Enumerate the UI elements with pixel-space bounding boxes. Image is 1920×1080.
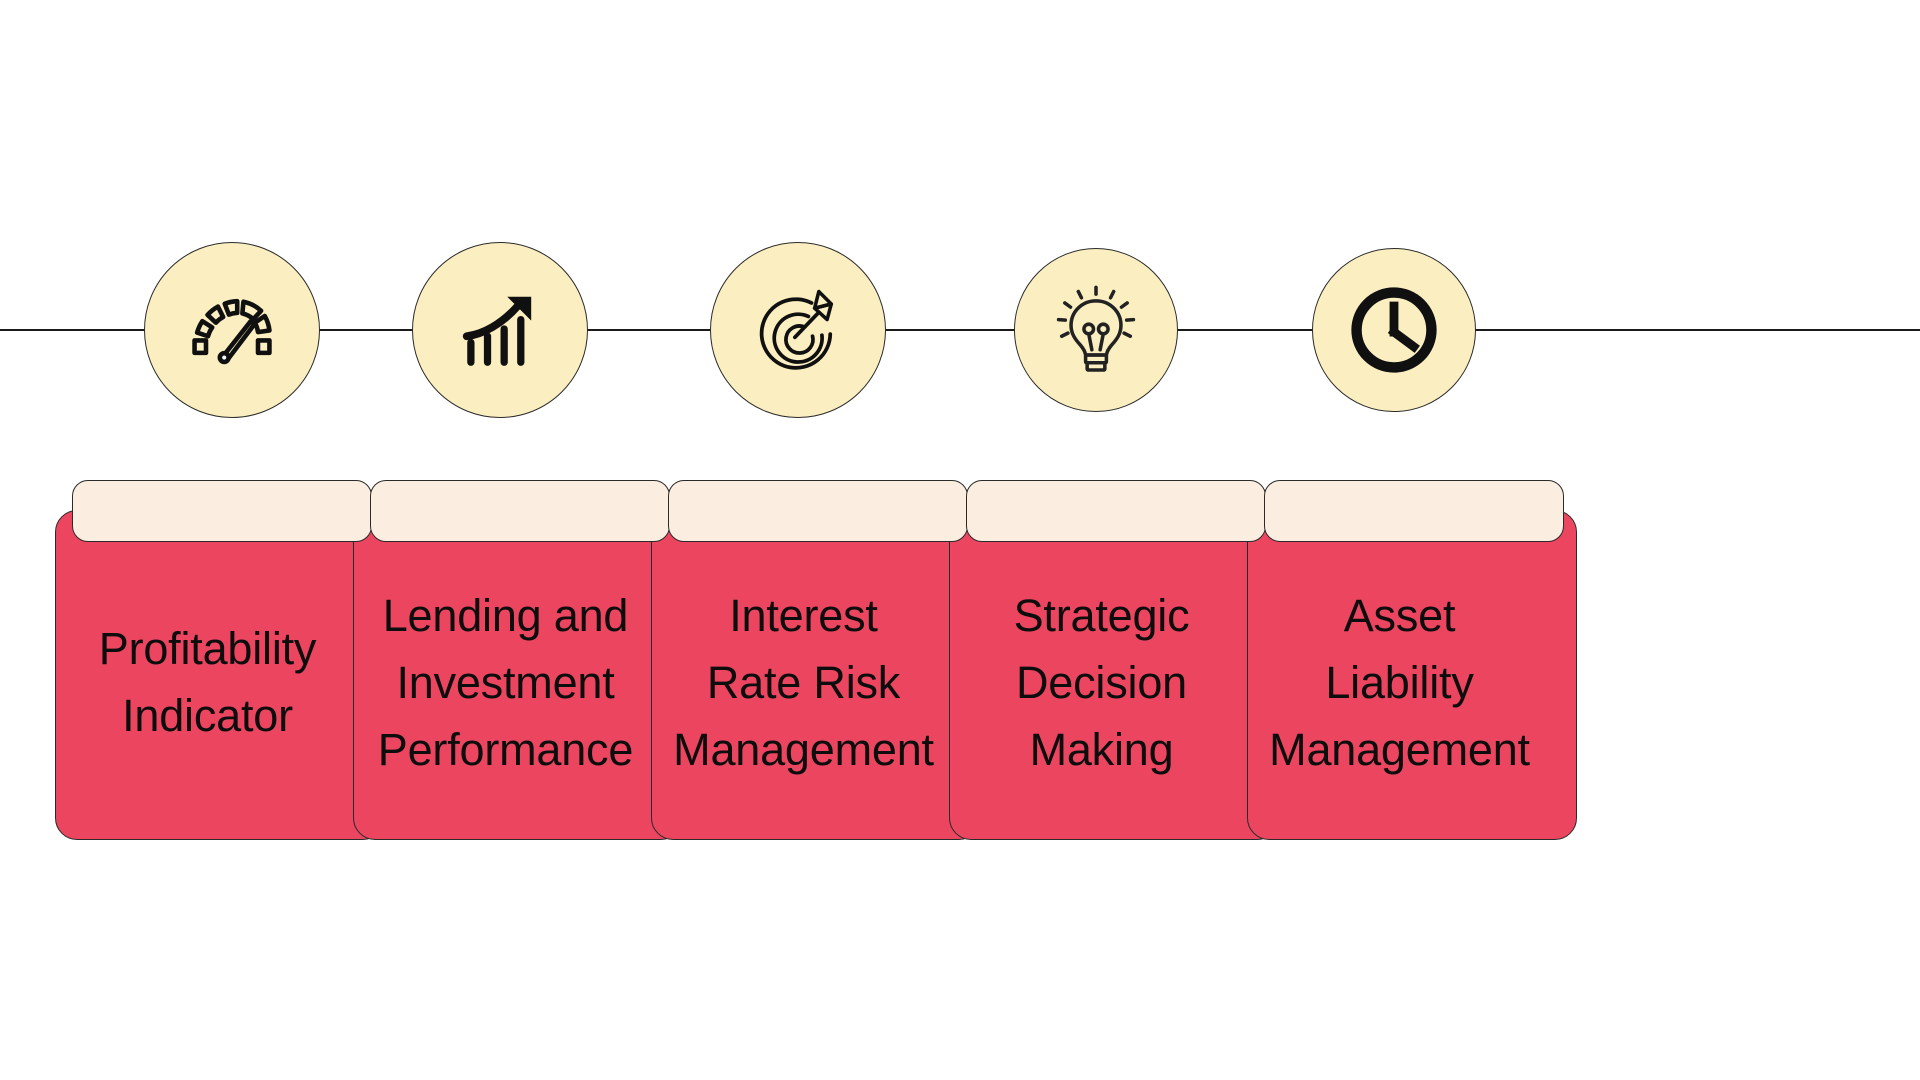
card-label-3: Interest Rate Risk Management: [673, 589, 934, 775]
card-tab-5: [1264, 480, 1564, 542]
card-body-5[interactable]: Asset Liability Management: [1247, 510, 1577, 840]
icon-circle-4: [1014, 248, 1178, 412]
icon-node-5[interactable]: [1306, 242, 1482, 418]
timeline-horizontal-line: [0, 329, 1920, 331]
clock-icon: [1351, 287, 1437, 373]
icon-node-2[interactable]: [412, 242, 588, 418]
speedometer-gauge-icon: [192, 298, 272, 365]
icon-node-4[interactable]: [1008, 242, 1184, 418]
icon-circle-5: [1312, 248, 1476, 412]
card-body-4[interactable]: Strategic Decision Making: [949, 510, 1279, 840]
card-row: Profitability Indicator Lending and Inve…: [0, 480, 1920, 840]
card-label-1: Profitability Indicator: [98, 623, 317, 741]
icon-circle-2: [412, 242, 588, 418]
card-tab-4: [966, 480, 1266, 542]
card-3[interactable]: Interest Rate Risk Management: [651, 480, 981, 840]
card-label-5: Asset Liability Management: [1269, 589, 1530, 775]
card-tab-2: [370, 480, 670, 542]
card-body-2[interactable]: Lending and Investment Performance: [353, 510, 683, 840]
icon-circle-1: [144, 242, 320, 418]
growth-bar-chart-arrow-icon: [462, 296, 532, 366]
target-dart-icon: [759, 289, 834, 370]
card-5[interactable]: Asset Liability Management: [1247, 480, 1577, 840]
card-2[interactable]: Lending and Investment Performance: [353, 480, 683, 840]
card-label-2: Lending and Investment Performance: [377, 589, 634, 775]
icon-node-1[interactable]: [144, 242, 320, 418]
icon-circle-3: [710, 242, 886, 418]
card-4[interactable]: Strategic Decision Making: [949, 480, 1279, 840]
card-1[interactable]: Profitability Indicator: [55, 480, 385, 840]
card-body-1[interactable]: Profitability Indicator: [55, 510, 385, 840]
card-body-3[interactable]: Interest Rate Risk Management: [651, 510, 981, 840]
card-label-4: Strategic Decision Making: [1013, 589, 1190, 775]
lightbulb-idea-icon: [1056, 285, 1136, 372]
icon-node-3[interactable]: [710, 242, 886, 418]
card-tab-3: [668, 480, 968, 542]
card-tab-1: [72, 480, 372, 542]
